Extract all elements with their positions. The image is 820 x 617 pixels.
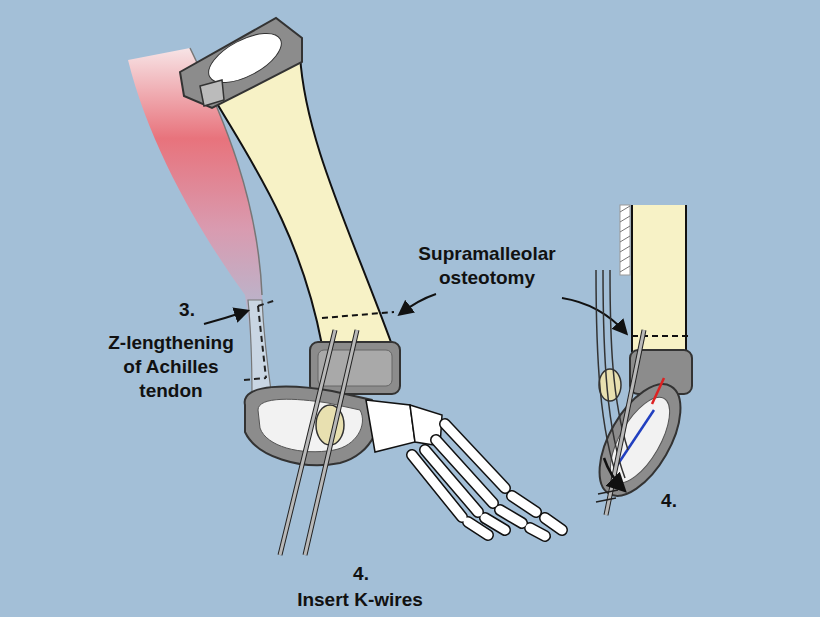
procedure-label: Insert K-wires: [280, 588, 440, 612]
callout-number: 3.: [172, 298, 202, 322]
forefoot-bones: [366, 400, 562, 536]
posterior-view: [583, 205, 697, 515]
tibia-bone: [180, 18, 394, 345]
leader-arrows: [204, 294, 626, 333]
k-wires: [280, 330, 357, 555]
callout-number: 4.: [654, 489, 684, 513]
procedure-label: Z-lengthening of Achilles tendon: [100, 331, 242, 403]
callout-number: 4.: [346, 562, 376, 586]
procedure-label: Supramalleolar osteotomy: [398, 242, 576, 290]
